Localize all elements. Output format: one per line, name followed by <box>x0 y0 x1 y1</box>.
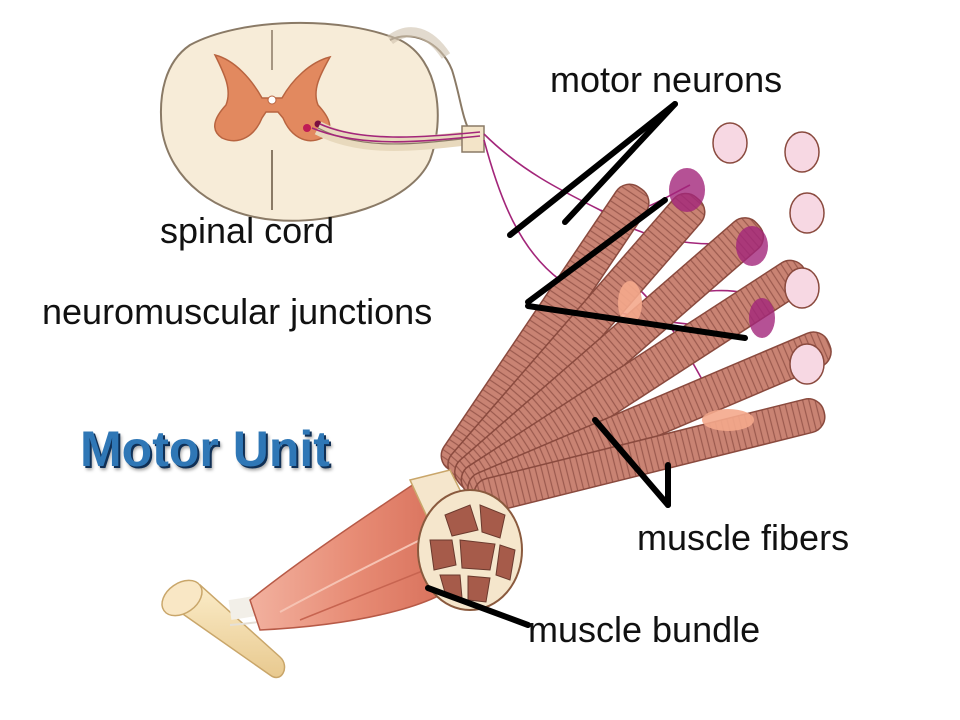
label-motor-neurons: motor neurons <box>550 59 783 100</box>
leader-lines <box>425 101 748 628</box>
label-muscle-fibers: muscle fibers <box>637 517 850 558</box>
label-muscle-bundle: muscle bundle <box>528 609 761 650</box>
label-neuromuscular-junctions: neuromuscular junctions <box>42 291 433 332</box>
leader-line-muscle-fibers-1 <box>592 417 671 508</box>
leader-line-nmj-1 <box>525 197 668 305</box>
label-spinal-cord: spinal cord <box>160 210 335 251</box>
muscle-bundle <box>249 469 523 631</box>
muscle-fibers <box>440 122 832 513</box>
leader-line-motor-neurons-1 <box>507 101 678 238</box>
leader-line-motor-neurons-2 <box>562 101 678 225</box>
leader-line-muscle-bundle <box>425 585 531 628</box>
diagram-title: Motor Unit <box>80 421 330 477</box>
leader-line-nmj-2 <box>525 303 748 341</box>
spinal-cord <box>159 21 485 222</box>
